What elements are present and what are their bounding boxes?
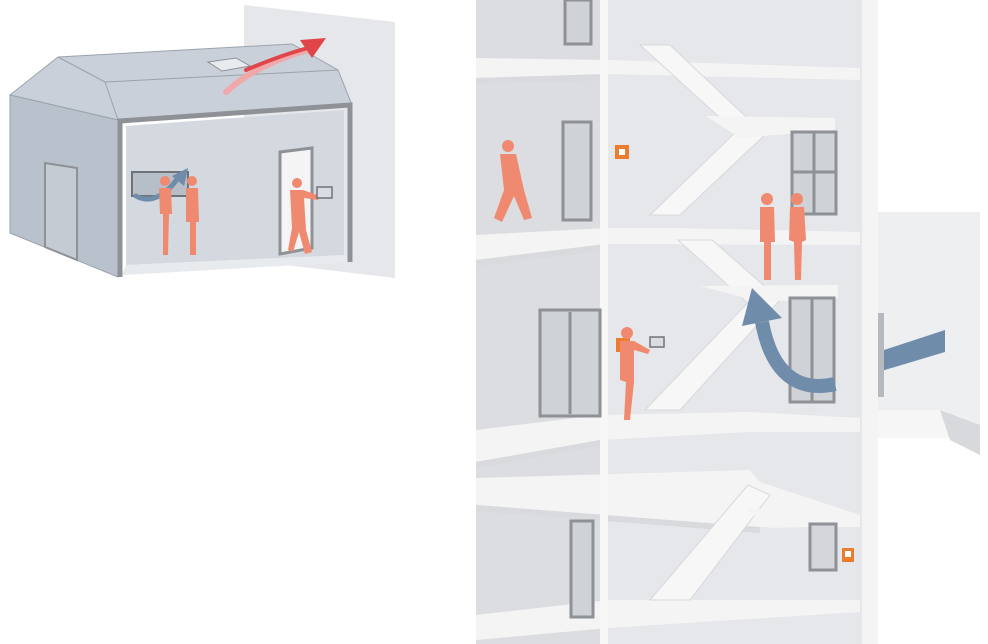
window-top-left (565, 0, 591, 44)
tablet-icon (317, 187, 332, 198)
side-annex-wall (878, 212, 980, 430)
stairwell-tablet-icon (650, 337, 664, 347)
hall-side-door (45, 163, 77, 260)
hall-building (10, 5, 395, 278)
window-ground-left (571, 521, 593, 617)
right-column (862, 0, 878, 644)
window-floor3-left (563, 122, 591, 220)
ground-door (810, 524, 836, 570)
stairwell-building (476, 0, 980, 644)
